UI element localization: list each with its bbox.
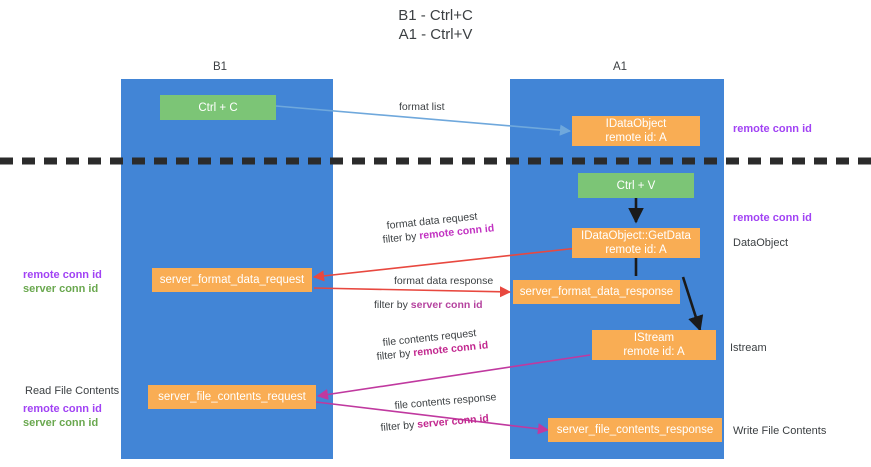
left-keys-upper: remote conn id server conn id bbox=[23, 268, 102, 296]
node-server-file-contents-response-label: server_file_contents_response bbox=[556, 424, 714, 436]
side-label-istream: Istream bbox=[730, 342, 767, 354]
edge-filter-format-data-response-key: server conn id bbox=[410, 299, 483, 311]
left-keys-upper-server: server conn id bbox=[23, 283, 99, 295]
edge-caption-format-list: format list bbox=[399, 100, 445, 114]
node-istream[interactable]: IStream remote id: A bbox=[592, 330, 716, 360]
side-label-write-file-contents: Write File Contents bbox=[733, 425, 827, 437]
edge-caption-format-data-response: format data response bbox=[394, 274, 493, 288]
node-idataobject-getdata-sublabel: remote id: A bbox=[605, 244, 667, 256]
node-server-file-contents-request-label: server_file_contents_request bbox=[158, 391, 306, 403]
node-idataobject[interactable]: IDataObject remote id: A bbox=[572, 116, 700, 146]
left-keys-lower: remote conn id server conn id bbox=[23, 402, 102, 430]
node-server-file-contents-response[interactable]: server_file_contents_response bbox=[548, 418, 722, 442]
node-ctrl-v[interactable]: Ctrl + V bbox=[578, 173, 694, 198]
edge-filter-format-data-response: filter by server conn id bbox=[374, 298, 483, 312]
edge-filter-format-data-response-prefix: filter by bbox=[374, 299, 408, 311]
node-server-format-data-response[interactable]: server_format_data_response bbox=[513, 280, 680, 304]
node-idataobject-label: IDataObject bbox=[605, 118, 667, 130]
node-server-format-data-response-label: server_format_data_response bbox=[519, 286, 674, 298]
node-server-format-data-request-label: server_format_data_request bbox=[159, 274, 305, 286]
node-ctrl-c-label: Ctrl + C bbox=[198, 101, 238, 114]
side-label-remote-conn-id-top: remote conn id bbox=[733, 123, 812, 135]
node-server-format-data-request[interactable]: server_format_data_request bbox=[152, 268, 312, 292]
edge-filter-file-contents-request-prefix: filter by bbox=[376, 347, 412, 363]
left-label-read-file-contents: Read File Contents bbox=[25, 385, 120, 397]
node-idataobject-getdata[interactable]: IDataObject::GetData remote id: A bbox=[572, 228, 700, 258]
column-header-a1-name: A1 bbox=[612, 61, 628, 73]
node-idataobject-getdata-label: IDataObject::GetData bbox=[581, 230, 691, 242]
edge-caption-format-data-response-text: format data response bbox=[394, 275, 494, 287]
node-istream-label: IStream bbox=[633, 332, 675, 344]
edge-filter-format-data-request-prefix: filter by bbox=[382, 230, 418, 246]
side-label-remote-conn-id-mid: remote conn id bbox=[733, 212, 812, 224]
column-header-b1-name: B1 bbox=[212, 61, 228, 73]
left-keys-lower-remote: remote conn id bbox=[23, 403, 102, 415]
node-istream-sublabel: remote id: A bbox=[623, 346, 685, 358]
node-idataobject-sublabel: remote id: A bbox=[605, 132, 667, 144]
node-ctrl-c[interactable]: Ctrl + C bbox=[160, 95, 276, 120]
edge-caption-format-list-text: format list bbox=[399, 101, 445, 113]
node-ctrl-v-label: Ctrl + V bbox=[616, 179, 656, 192]
left-keys-upper-remote: remote conn id bbox=[23, 269, 102, 281]
left-keys-lower-server: server conn id bbox=[23, 417, 99, 429]
page-title: B1 - Ctrl+C A1 - Ctrl+V bbox=[398, 7, 473, 43]
edge-filter-file-contents-response-prefix: filter by bbox=[380, 419, 415, 434]
side-label-dataobject: DataObject bbox=[733, 237, 789, 249]
node-server-file-contents-request[interactable]: server_file_contents_request bbox=[148, 385, 316, 409]
